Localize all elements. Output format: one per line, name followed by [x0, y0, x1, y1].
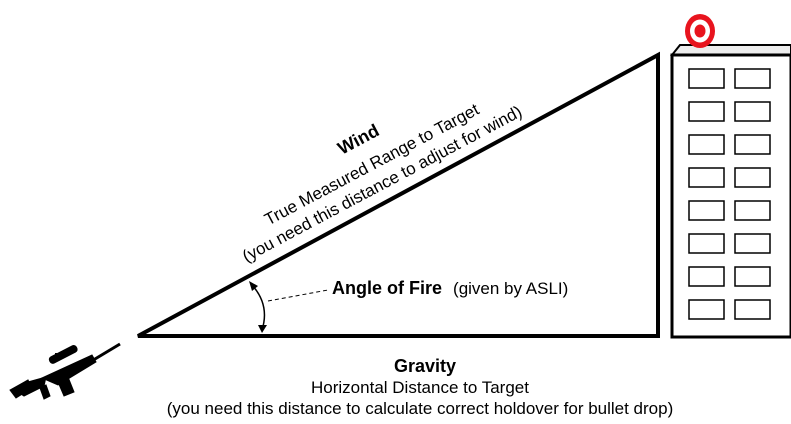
- angle-title: Angle of Fire: [332, 278, 442, 298]
- building-window: [688, 167, 725, 188]
- range-triangle: [137, 51, 660, 338]
- angle-arc: [249, 281, 267, 333]
- building-window: [688, 299, 725, 320]
- building-window: [734, 233, 771, 254]
- building-window: [688, 266, 725, 287]
- building-window: [688, 233, 725, 254]
- building-window: [734, 68, 771, 89]
- building-window: [688, 200, 725, 221]
- building-window: [734, 299, 771, 320]
- gravity-line1: Horizontal Distance to Target: [311, 378, 529, 397]
- angle-leader-line: [267, 289, 329, 302]
- building-window: [734, 167, 771, 188]
- building-window: [688, 101, 725, 122]
- building-windows: [688, 68, 771, 320]
- gravity-title: Gravity: [394, 356, 456, 376]
- angle-label: Angle of Fire (given by ASLI): [332, 278, 568, 298]
- building-window: [734, 101, 771, 122]
- angle-note: (given by ASLI): [453, 279, 568, 298]
- building-window: [734, 134, 771, 155]
- rifle-icon: [9, 342, 121, 400]
- building-window: [688, 68, 725, 89]
- building: [669, 44, 791, 339]
- gravity-line2: (you need this distance to calculate cor…: [167, 399, 674, 418]
- building-face: [670, 53, 791, 339]
- building-window: [688, 134, 725, 155]
- target-icon: [685, 14, 715, 48]
- building-window: [734, 266, 771, 287]
- building-window: [734, 200, 771, 221]
